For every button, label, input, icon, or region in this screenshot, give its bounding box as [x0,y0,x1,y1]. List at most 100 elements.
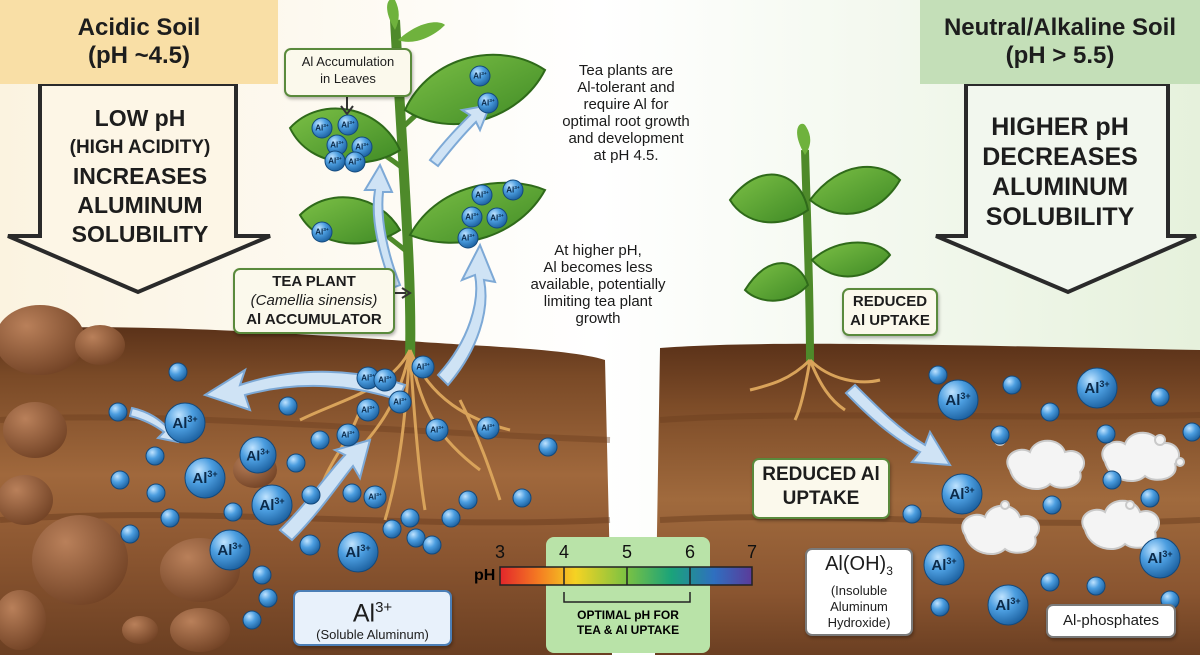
al-ion [344,151,366,173]
al-ion-small [145,446,165,466]
reduced-uptake-large-box: REDUCED Al UPTAKE [752,458,890,519]
al-ion-small [538,437,558,457]
acidic-soil-title: Acidic Soil [77,14,201,41]
tea-plant-title: TEA PLANT [272,273,356,290]
al-ion-small [1040,572,1060,592]
formula-charge: 3+ [375,599,393,616]
al-ion [471,184,493,206]
al-ion-small [301,485,321,505]
soluble-al-formula: Al3+ [295,594,450,627]
al-ion [941,473,983,515]
right-big-arrow [935,82,1197,295]
right-soil [655,343,1200,655]
ph-tick: 4 [558,542,570,562]
al-ion-small [1042,495,1062,515]
soluble-aluminum-box: Al3+ (Soluble Aluminum) [293,590,452,646]
flow-arrows [128,103,952,542]
arrow-line: ALUMINUM [77,192,203,218]
al-ion-small [160,508,180,528]
formula-base: Al(OH) [825,553,887,575]
optimal-line: OPTIMAL pH FOR [577,608,679,622]
al-ion-small [110,470,130,490]
reduced-uptake-small-box: REDUCED Al UPTAKE [842,288,938,336]
al-ion-small [108,402,128,422]
al-ion-small [1140,488,1160,508]
al-ion-small [1182,422,1200,442]
optimal-ph-label: OPTIMAL pH FOR TEA & Al UPTAKE [546,608,710,638]
al-ion [337,114,359,136]
alkaline-soil-ph: (pH > 5.5) [1005,42,1115,69]
al-ion-small [512,488,532,508]
ph-tick: 6 [684,542,696,562]
arrow-line: HIGHER pH [991,113,1129,141]
box-line: Hydroxide) [827,615,891,630]
al-ion-small [441,508,461,528]
al-ion [336,423,360,447]
alkaline-soil-title: Neutral/Alkaline Soil [943,14,1177,41]
al-ions [108,65,1200,630]
al-ion-small [1102,470,1122,490]
aloh3-formula: Al(OH)3 [807,552,911,583]
al-ion-small [342,483,362,503]
al-ion-small [252,565,272,585]
note-line: limiting tea plant [543,293,653,310]
al-ion-small [930,597,950,617]
note-line: and development [568,130,684,147]
al-ion [476,416,500,440]
rocks [0,305,277,652]
alkaline-soil-header: Neutral/Alkaline Soil (pH > 5.5) [920,0,1200,84]
ph-tick: 3 [494,542,506,562]
al-ion [1076,367,1118,409]
al-ion-small [1150,387,1170,407]
precipitate-clumps [961,431,1185,555]
al-ion-small [1002,375,1022,395]
al-ion-small [406,528,426,548]
al-ion-small [1096,424,1116,444]
al-ion-small [1040,402,1060,422]
arrow-line: DECREASES [982,143,1138,171]
al-ion-small [458,490,478,510]
al-ion [457,227,479,249]
al-accumulation-box: Al Accumulation in Leaves [284,48,412,97]
box-line: Aluminum [830,599,888,614]
arrow-line: SOLUBILITY [985,203,1135,231]
al-ion-small [310,430,330,450]
al-ion-small [223,502,243,522]
al-ion-small [146,483,166,503]
box-line: REDUCED Al [762,464,880,485]
small-roots [749,358,881,421]
formula-base: Al [352,599,376,628]
al-ion [1139,537,1181,579]
al-ion-small [1086,576,1106,596]
small-plant [728,123,902,421]
note-line: Al becomes less [543,259,653,276]
al-ion-small [400,508,420,528]
box-line: (Insoluble [830,583,888,598]
al-ion [184,457,226,499]
al-ion [363,485,387,509]
box-line: UPTAKE [782,488,860,509]
al-ion [477,92,499,114]
al-ion-small [258,588,278,608]
ph-tick: 5 [621,542,633,562]
acidic-soil-ph: (pH ~4.5) [87,42,191,69]
note-line: Al-tolerant and [577,79,675,96]
tea-plant-role: Al ACCUMULATOR [246,311,382,328]
formula-subscript: 3 [886,564,893,578]
acidic-soil-header: Acidic Soil (pH ~4.5) [0,0,278,84]
al-ion-small [286,453,306,473]
arrow-line: ALUMINUM [991,173,1129,201]
al-ion [486,207,508,229]
optimal-band [546,537,710,653]
note-line: at pH 4.5. [593,147,659,164]
al-ion [311,221,333,243]
box-line: Al Accumulation [301,54,395,69]
al-ion [373,368,397,392]
al-ion [337,531,379,573]
al-phosphates-label: Al-phosphates [1063,612,1159,629]
al-ion-small [902,504,922,524]
al-ion [324,150,346,172]
al-ion [311,117,333,139]
al-ion [502,179,524,201]
